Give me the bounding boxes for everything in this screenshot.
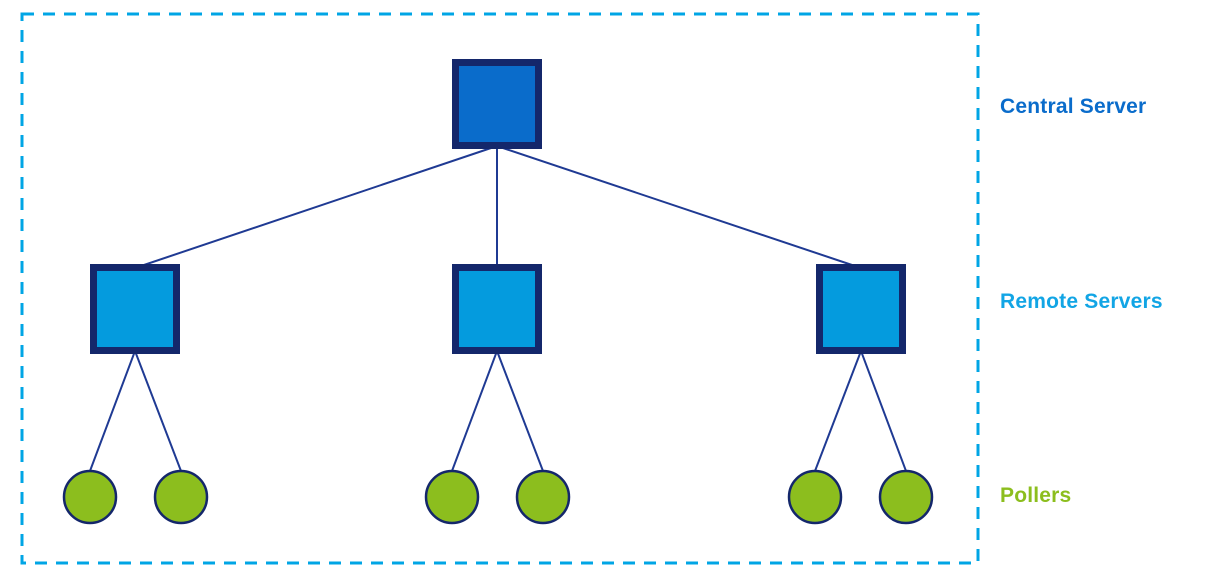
- remote-server-3[interactable]: [816, 264, 906, 354]
- edge-remote-2-to-poller-4: [496, 350, 544, 472]
- central-server-nodes: [452, 59, 542, 149]
- poller-4[interactable]: [515, 469, 571, 525]
- dashed-boundary-frame: [20, 12, 980, 565]
- poller-nodes: [62, 469, 934, 525]
- poller-1[interactable]: [62, 469, 118, 525]
- edge-remote-3-to-poller-5: [814, 350, 862, 472]
- edge-remote-3-to-poller-6: [860, 350, 907, 472]
- connector-lines: [89, 145, 907, 472]
- poller-5[interactable]: [787, 469, 843, 525]
- poller-3[interactable]: [424, 469, 480, 525]
- central-server[interactable]: [452, 59, 542, 149]
- tier-label-central-server: Central Server: [1000, 95, 1147, 118]
- remote-server-nodes: [90, 264, 906, 354]
- tier-label-remote-servers: Remote Servers: [1000, 290, 1163, 313]
- edge-central-to-remote-3: [496, 145, 862, 269]
- remote-server-2[interactable]: [452, 264, 542, 354]
- poller-2[interactable]: [153, 469, 209, 525]
- edge-remote-1-to-poller-1: [89, 350, 136, 472]
- edge-remote-1-to-poller-2: [134, 350, 182, 472]
- edge-remote-2-to-poller-3: [451, 350, 498, 472]
- edge-central-to-remote-1: [134, 145, 498, 269]
- poller-6[interactable]: [878, 469, 934, 525]
- tier-label-pollers: Pollers: [1000, 484, 1072, 507]
- remote-server-1[interactable]: [90, 264, 180, 354]
